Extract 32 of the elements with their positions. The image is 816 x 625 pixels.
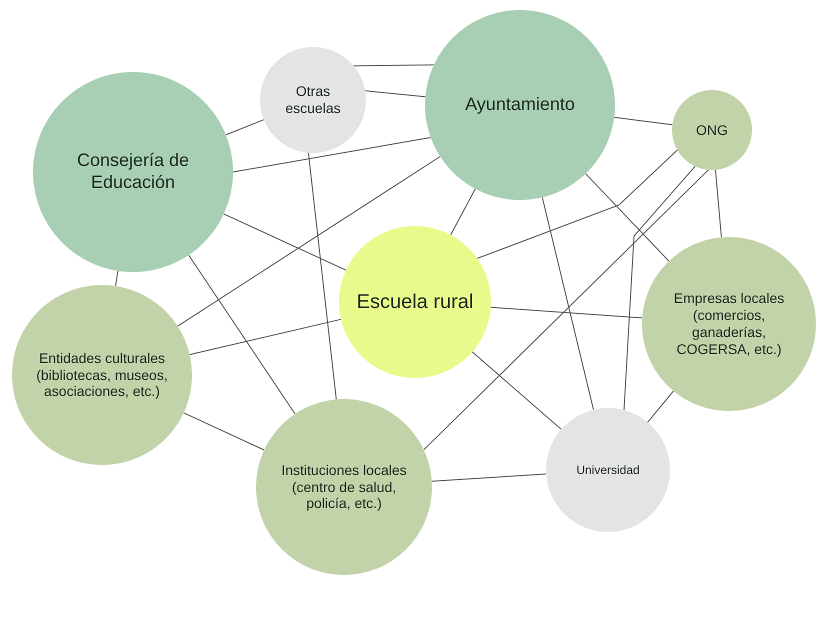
connector-line xyxy=(232,137,432,172)
connector-line xyxy=(225,119,264,136)
connector-line xyxy=(115,270,118,286)
node-label: Entidades culturales (bibliotecas, museos, asociaciones, etc.) xyxy=(35,350,169,400)
node-label: Ayuntamiento xyxy=(465,94,575,116)
connector-line xyxy=(308,152,337,400)
connector-line xyxy=(189,318,342,356)
connector-line xyxy=(423,169,709,450)
connector-line xyxy=(647,390,674,423)
connector-line xyxy=(614,116,673,126)
connector-line xyxy=(624,166,696,411)
node-label: Universidad xyxy=(576,462,640,478)
connector-line xyxy=(364,90,426,98)
node-label: ONG xyxy=(696,122,728,138)
connector-line xyxy=(715,169,722,238)
connector-line xyxy=(476,150,678,259)
connector-line xyxy=(177,156,441,327)
connector-line xyxy=(490,306,643,318)
connector-line xyxy=(542,196,594,410)
connector-line xyxy=(188,254,296,414)
node-label: Escuela rural xyxy=(356,290,474,314)
connector-line xyxy=(431,474,547,482)
connector-line xyxy=(450,188,476,236)
connector-line xyxy=(353,64,434,66)
node-label: Empresas locales (comercios, ganaderías, COGERSA, etc.) xyxy=(672,290,786,358)
node-label: Instituciones locales (centro de salud, policía, etc.) xyxy=(280,462,408,512)
connector-line xyxy=(585,173,670,262)
node-label: Consejería de Educación xyxy=(76,150,190,194)
connector-line xyxy=(183,412,265,450)
node-label: Otras escuelas xyxy=(284,83,342,117)
connector-line xyxy=(223,213,346,271)
connector-line xyxy=(472,351,562,430)
